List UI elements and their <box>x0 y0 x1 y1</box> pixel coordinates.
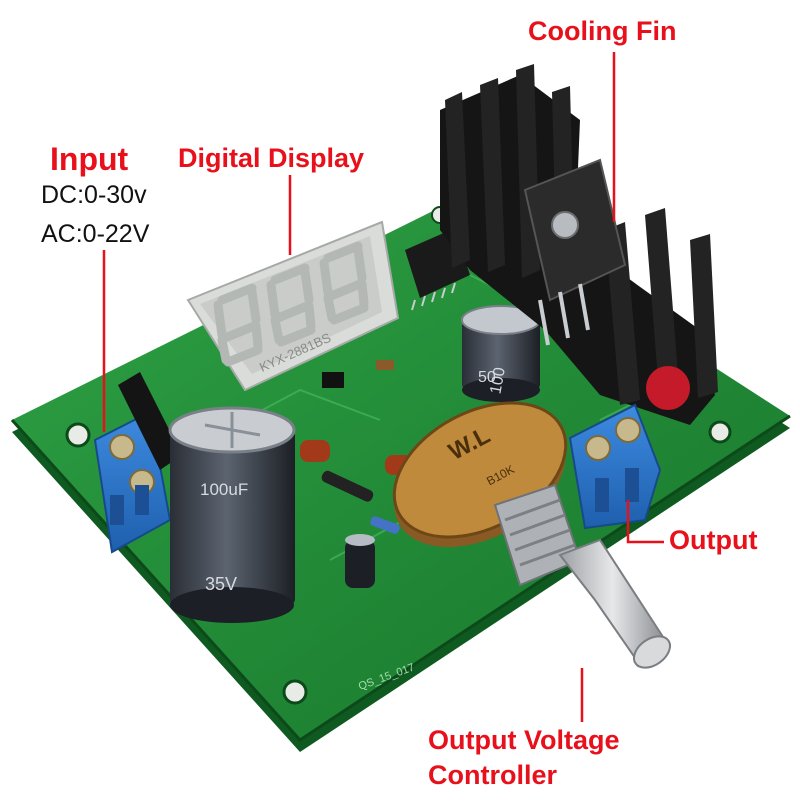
output-label: Output <box>669 525 758 555</box>
cap-small-value-text: 100 <box>488 366 509 395</box>
output-callout-line <box>626 500 664 544</box>
callout-lines <box>102 52 664 722</box>
cap-large-value-text: 100uF <box>200 480 248 499</box>
cooling-fin-label: Cooling Fin <box>528 16 677 46</box>
potentiometer: W.L B10K <box>392 401 672 669</box>
input-dc-spec: DC:0-30v <box>41 181 147 209</box>
cap-large-voltage-text: 35V <box>205 574 237 594</box>
cap-small-voltage-text: 50 <box>478 369 496 386</box>
heatsink <box>440 64 718 425</box>
large-capacitor: 100uF 35V <box>168 406 296 623</box>
controller-label-line2: Controller <box>428 760 558 790</box>
digital-display-label: Digital Display <box>178 143 365 173</box>
input-label: Input <box>50 141 129 177</box>
output-terminal-block <box>568 403 662 530</box>
small-capacitor: 100 50 <box>461 305 541 402</box>
controller-label-line1: Output Voltage <box>428 725 620 755</box>
small-components <box>300 360 413 588</box>
input-ac-spec: AC:0-22V <box>41 220 150 248</box>
seven-segment-digits <box>213 241 369 367</box>
insulator-strip <box>118 372 182 470</box>
digital-display: KYX-2881BS <box>186 220 400 392</box>
